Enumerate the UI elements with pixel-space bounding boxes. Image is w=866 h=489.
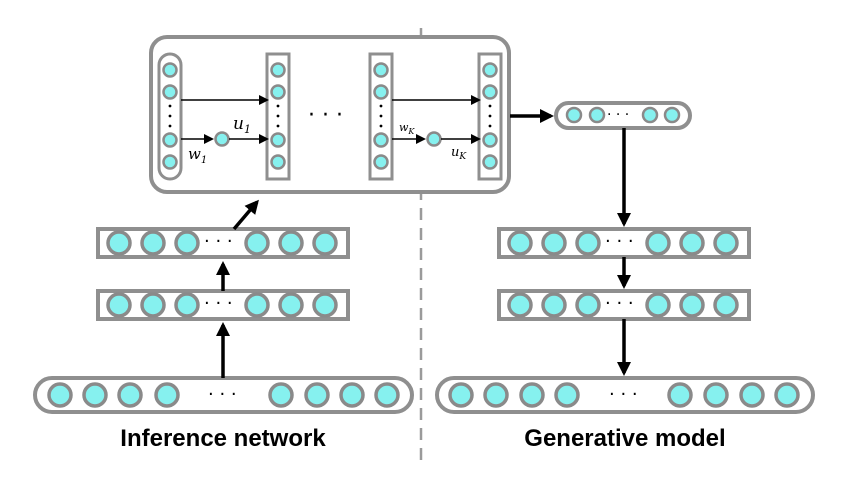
flow-column-initial xyxy=(157,52,183,181)
svg-text:· · ·: · · · xyxy=(204,293,233,314)
generative-hidden-layer-1: · · · xyxy=(497,227,751,259)
inference-hidden-layer-1: · · · xyxy=(96,289,350,321)
svg-text:· · ·: · · · xyxy=(204,231,233,252)
generative-output-layer: · · · xyxy=(435,376,815,414)
caption-inference-network: Inference network xyxy=(120,425,326,452)
generative-model: · · · · · · · · · xyxy=(435,101,815,414)
arrow-hidden2-to-flow xyxy=(232,199,259,231)
svg-text:· · ·: · · · xyxy=(605,231,634,252)
latent-vector: · · · xyxy=(554,101,692,130)
inference-hidden-layer-2: · · · xyxy=(96,227,350,259)
normalizing-flow-block: · · · xyxy=(149,35,511,194)
flow-column-4 xyxy=(477,52,503,181)
label-wK: wK xyxy=(399,121,415,136)
inference-network: · · · · · · · · · xyxy=(33,199,414,414)
flow-column-3 xyxy=(368,52,394,181)
flow-scalar-node-K xyxy=(426,131,442,147)
generative-hidden-layer-2: · · · xyxy=(497,289,751,321)
svg-text:· · ·: · · · xyxy=(605,293,634,314)
svg-text:· · ·: · · · xyxy=(607,107,629,123)
svg-text:· · ·: · · · xyxy=(308,103,343,128)
svg-text:· · ·: · · · xyxy=(609,384,638,405)
svg-text:· · ·: · · · xyxy=(208,384,237,405)
label-uK: uK xyxy=(451,145,467,162)
flow-scalar-node-1 xyxy=(214,131,230,147)
inference-input-layer: · · · xyxy=(33,376,414,414)
caption-generative-model: Generative model xyxy=(524,425,725,452)
label-u1: u1 xyxy=(233,114,251,136)
flow-column-2 xyxy=(265,52,291,181)
label-w1: w1 xyxy=(188,145,207,166)
